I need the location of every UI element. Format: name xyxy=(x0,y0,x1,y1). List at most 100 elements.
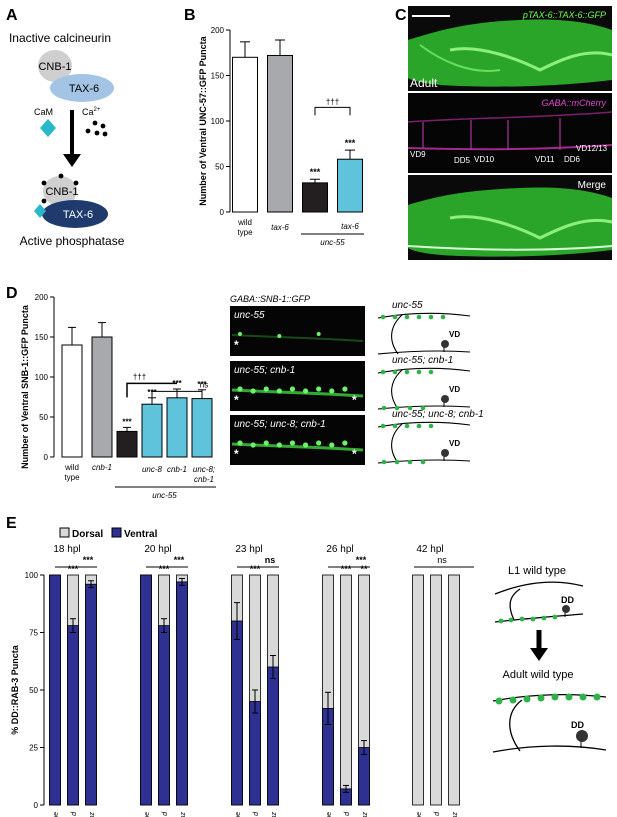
cnb1-shape xyxy=(38,50,72,82)
puncta xyxy=(316,386,322,392)
dorsal-bar xyxy=(340,574,352,806)
x-tick-label: unc-8 xyxy=(142,465,163,474)
y-tick-label: 0 xyxy=(34,801,39,810)
vd-cell-body xyxy=(441,395,449,403)
comparison-bracket xyxy=(126,382,177,398)
time-label: 18 hpl xyxy=(53,544,80,555)
adult-worm-schematic xyxy=(492,693,607,753)
snb1-gfp-title: GABA::SNB-1::GFP xyxy=(230,294,310,304)
ventral-cord xyxy=(377,459,471,464)
vd-label: VD xyxy=(449,439,460,448)
comparison-label: ns xyxy=(265,555,276,565)
merge-label: Merge xyxy=(578,180,607,191)
ventral-cord xyxy=(377,405,471,410)
tax6-gfp-label: pTAX-6::TAX-6::GFP xyxy=(522,10,606,20)
legend-label: Dorsal xyxy=(72,529,103,540)
inactive-calcineurin-title: Inactive calcineurin xyxy=(9,31,111,45)
bar xyxy=(166,397,188,458)
dorsal-puncta xyxy=(428,423,434,429)
bar xyxy=(91,336,113,458)
bar xyxy=(61,344,83,458)
legend-label: Ventral xyxy=(124,529,158,540)
comparison-label: *** xyxy=(174,555,185,565)
asterisk-marker: * xyxy=(234,393,239,407)
dorsal-cord xyxy=(377,312,471,319)
dorsal-puncta xyxy=(380,423,386,429)
x-tick-label: tax-6 d Benz xyxy=(180,812,187,817)
time-label: 42 hpl xyxy=(416,544,443,555)
snb1-image xyxy=(230,306,365,356)
asterisk-marker: * xyxy=(352,393,357,407)
puncta xyxy=(302,442,309,448)
image-genotype-label: unc-55 xyxy=(234,310,265,321)
x-tick-label: tax-6 xyxy=(271,223,289,232)
significance-label: *** xyxy=(250,564,261,574)
dorsal-puncta xyxy=(392,369,398,375)
puncta xyxy=(316,440,322,446)
x-tick-label: tax-6 d Benz xyxy=(452,812,459,817)
commissure xyxy=(391,423,403,464)
puncta xyxy=(276,388,282,394)
bar xyxy=(141,403,163,458)
x-tick-label: tax-6 d xyxy=(253,811,260,817)
ventral-bar xyxy=(67,625,79,806)
tax6-label: TAX-6 xyxy=(69,83,99,95)
neuron-label: VD11 xyxy=(535,155,555,164)
image-genotype-label: unc-55; cnb-1 xyxy=(234,365,295,376)
schematic-genotype-label: unc-55; cnb-1 xyxy=(392,355,453,366)
significance-label: *** xyxy=(172,379,182,388)
bar xyxy=(302,182,328,213)
bound-cam-icon xyxy=(34,204,46,218)
group-label: unc-55 xyxy=(320,238,345,247)
significance-label: ** xyxy=(360,564,368,574)
gaba-mcherry-label: GABA::mCherry xyxy=(541,98,606,108)
cnb1-active-shape xyxy=(43,176,77,206)
ventral-puncta xyxy=(420,459,426,465)
nerve-cord xyxy=(231,334,364,342)
ventral-puncta xyxy=(407,405,413,411)
dd-label-l1: DD xyxy=(561,595,574,605)
activation-arrowhead xyxy=(63,154,81,167)
puncta xyxy=(263,440,269,446)
dorsal-bar xyxy=(448,574,460,806)
puncta xyxy=(289,440,296,446)
legend-swatch xyxy=(59,527,70,538)
ventral-bar xyxy=(158,625,170,806)
y-tick-label: 100 xyxy=(35,373,49,382)
panel-label-d: D xyxy=(6,285,18,302)
neuron-label: VD10 xyxy=(474,155,495,164)
nerve-cord xyxy=(231,388,364,398)
x-tick-label: tax-6 d Benz xyxy=(89,812,96,817)
puncta xyxy=(277,334,282,338)
y-axis-label: Number of Ventral SNB-1::GFP Puncta xyxy=(20,304,30,469)
x-tick-label: wild xyxy=(64,463,79,472)
schematic-genotype-label: unc-55; unc-8; cnb-1 xyxy=(392,409,484,420)
comparison-label: ns xyxy=(200,380,208,389)
significance-label: *** xyxy=(341,564,352,574)
nerve-cord xyxy=(231,442,364,452)
dorsal-puncta xyxy=(392,423,398,429)
y-tick-label: 200 xyxy=(211,26,225,35)
x-tick-label: cnb-1 xyxy=(194,475,214,484)
dorsal-bar xyxy=(412,574,424,806)
puncta xyxy=(263,386,269,392)
bound-calcium-icon xyxy=(38,173,79,213)
puncta xyxy=(276,442,282,448)
dorsal-puncta xyxy=(404,314,410,320)
ventral-bar xyxy=(358,747,370,806)
vd-cell-body xyxy=(441,340,449,348)
neuron-label: DD5 xyxy=(454,156,471,165)
significance-label: *** xyxy=(310,167,321,177)
image-genotype-label: unc-55; unc-8; cnb-1 xyxy=(234,419,326,430)
y-tick-label: 100 xyxy=(25,571,39,580)
puncta xyxy=(237,440,243,446)
y-tick-label: 75 xyxy=(29,629,38,638)
comparison-label: ††† xyxy=(133,372,146,381)
dorsal-puncta xyxy=(440,314,446,320)
dorsal-puncta xyxy=(416,314,422,320)
schematic-genotype-label: unc-55 xyxy=(392,300,423,311)
y-tick-label: 50 xyxy=(215,163,224,172)
significance-label: *** xyxy=(345,138,356,148)
